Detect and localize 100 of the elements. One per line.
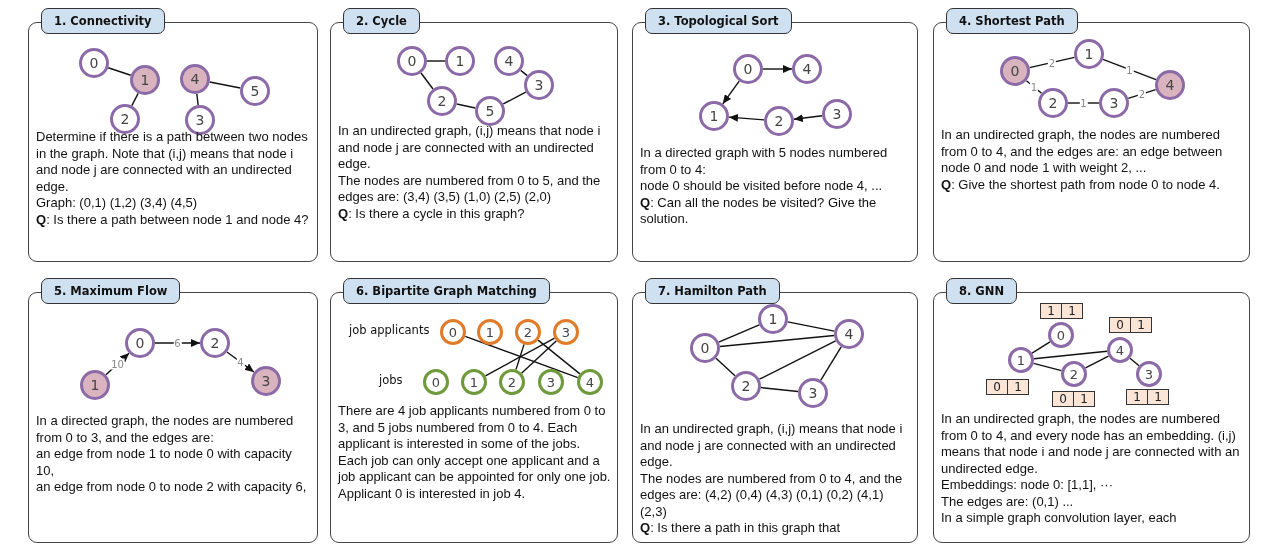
vector-entry: 1 (1132, 390, 1142, 404)
description-text: In a directed graph with 5 nodes numbered from 0 to 4: (640, 145, 889, 178)
edge-line (426, 60, 446, 62)
edge-line (1028, 56, 1076, 69)
graph-node: 4 (792, 54, 822, 84)
graph-node: 1 (758, 304, 788, 334)
edge-line (484, 337, 556, 377)
description-text: node 0 should be visited before node 4, ... (640, 178, 884, 195)
graph-node: 2 (427, 86, 457, 116)
edge-line (715, 357, 736, 377)
edge-line (420, 72, 434, 90)
vector-entry: 1 (1147, 390, 1168, 404)
edge-line (456, 103, 476, 109)
embedding-vector (1040, 303, 1083, 319)
edge-line (520, 69, 528, 77)
graph-node: 1 (1074, 39, 1104, 69)
description-text: Q: Is there a cycle in this graph? (338, 205, 526, 222)
graph-node: 4 (834, 319, 864, 349)
description-text: Q: Is there a path between node 1 and node 4? (36, 211, 310, 228)
graph-node: 0 (1000, 56, 1030, 86)
vector-entry: 0 (1058, 392, 1068, 406)
title-tab: 3. Topological Sort (645, 8, 792, 34)
edge-line (1033, 350, 1108, 360)
edge-line (515, 343, 525, 371)
vector-entry: 1 (1130, 318, 1151, 332)
edge-line (718, 324, 760, 343)
embedding-vector (1126, 389, 1169, 405)
graph-node: 0 (440, 319, 466, 345)
edge-label: 4 (236, 356, 245, 368)
arrow (226, 351, 255, 373)
edge-line (1031, 341, 1051, 354)
edge-label: 1 (1079, 97, 1088, 109)
description-text: Graph: (0,1) (1,2) (3,4) (4,5) (36, 195, 199, 212)
edge-label: 2 (1137, 88, 1147, 100)
graph-node: 3 (524, 70, 554, 100)
arrow (793, 114, 823, 123)
graph-node: 1 (461, 369, 487, 395)
description-text: In a directed graph, the nodes are numbered from 0 to 3, and the edges are: (36, 413, 295, 446)
edge-line (464, 335, 579, 379)
graph-node: 1 (477, 319, 503, 345)
graph-node: 4 (1107, 337, 1133, 363)
graph-node: 1 (1008, 347, 1034, 373)
title-tab: 6. Bipartite Graph Matching (343, 278, 550, 304)
title-tab: 4. Shortest Path (946, 8, 1078, 34)
description-text: In an undirected graph, (i,j) means that node i and node j are connected with an undirected edge. (640, 421, 904, 471)
description-text: In an undirected graph, the nodes are numbered from 0 to 4, and every node has an embedding. (i,j) means that node i and node j are connected with an undirected edge. (941, 411, 1241, 477)
description-text: The edges are: (0,1) ... (941, 493, 1075, 510)
embedding-vector (1052, 391, 1095, 407)
graph-node: 4 (1155, 70, 1185, 100)
graph-node: 0 (79, 48, 109, 78)
description-text: Q: Can all the nodes be visited? Give the solution. (640, 194, 878, 228)
edge-line (1102, 58, 1157, 81)
edge-label: 1 (1125, 64, 1134, 75)
graph-node: 1 (80, 370, 110, 400)
description-text: an edge from node 0 to node 2 with capacity 6, (36, 479, 308, 496)
embedding-vector (1109, 317, 1152, 333)
edge-line (719, 334, 835, 348)
graph-node: 3 (538, 369, 564, 395)
description-text: In an undirected graph, the nodes are numbered from 0 to 4, and the edges are: an edge between node 0 and node 1 with weight 2, ... (941, 127, 1224, 177)
edge-line (1127, 88, 1157, 100)
arrow (762, 65, 793, 73)
edge-line (1084, 355, 1110, 369)
edge-line (1067, 102, 1100, 104)
vector-entry: 1 (1061, 304, 1082, 318)
graph-node: 0 (690, 333, 720, 363)
description-text: Q: Is there a path in this graph that (640, 520, 842, 537)
graph-node: 3 (1136, 361, 1162, 387)
edge-line (1032, 362, 1063, 372)
graph-node: 0 (423, 369, 449, 395)
edge-line (502, 91, 527, 105)
arrow (728, 113, 765, 122)
edge-label: 10 (110, 358, 125, 370)
graph-node: 0 (1048, 322, 1074, 348)
graph-node: 2 (1038, 88, 1068, 118)
edge-line (787, 321, 835, 332)
row-label: jobs (379, 373, 403, 387)
title-tab: 2. Cycle (343, 8, 420, 34)
graph-node: 5 (240, 76, 270, 106)
vector-entry: 1 (1073, 392, 1094, 406)
vector-entry: 1 (1007, 380, 1028, 394)
graph-node: 4 (494, 46, 524, 76)
title-tab: 5. Maximum Flow (41, 278, 181, 304)
edge-line (196, 93, 199, 106)
description-text: Q: Give the shortest path from node 0 to node 4. (941, 176, 1221, 193)
row-label: job applicants (349, 323, 430, 337)
edge-label: 6 (173, 337, 182, 349)
edge-line (758, 340, 837, 380)
graph-node: 4 (577, 369, 603, 395)
edge-label: 2 (1047, 57, 1057, 68)
title-tab: 1. Connectivity (41, 8, 165, 34)
title-tab: 8. GNN (946, 278, 1018, 304)
arrow (722, 80, 740, 105)
graph-node: 2 (200, 328, 230, 358)
graph-node: 1 (130, 65, 160, 95)
description-text: The nodes are numbered from 0 to 4, and the edges are: (4,2) (0,4) (4,3) (0,1) (0,2) (4,1) (2,3) (640, 470, 904, 520)
graph-node: 5 (475, 96, 505, 126)
graph-node: 2 (731, 371, 761, 401)
graph-node: 0 (733, 54, 763, 84)
description-text: In an undirected graph, (i,j) means that node i and node j are connected with an undirected edge. (338, 123, 602, 173)
graph-node: 2 (515, 319, 541, 345)
